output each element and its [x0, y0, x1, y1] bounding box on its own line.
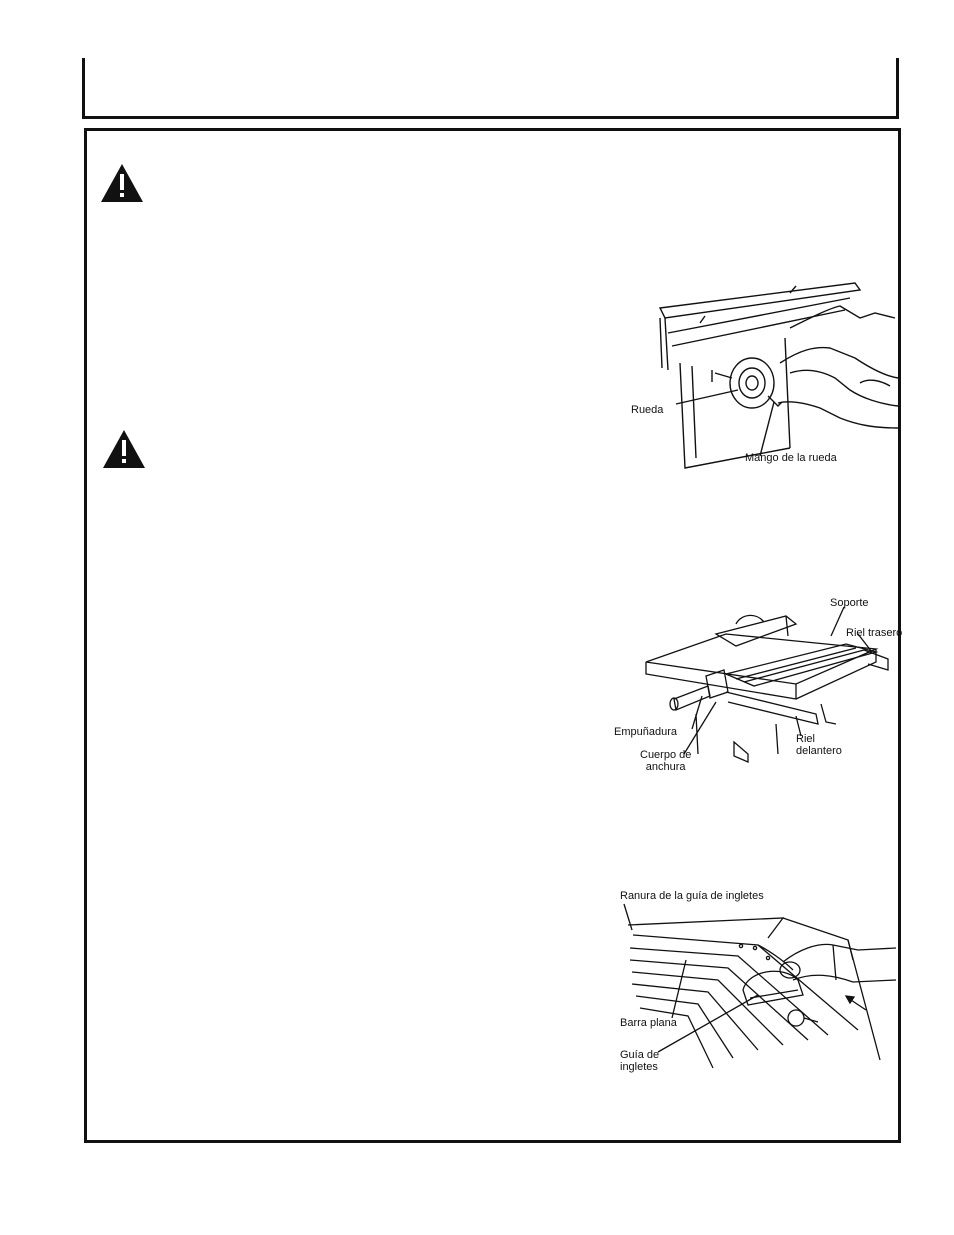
- figure-wheel-illustration: [658, 282, 899, 469]
- figure-fence-illustration: [645, 606, 889, 763]
- warning-triangle-icon: [101, 164, 143, 202]
- label-grip: Empuñadura: [614, 726, 677, 738]
- label-support: Soporte: [830, 597, 869, 609]
- label-miter-gauge: Guía de ingletes: [620, 1049, 660, 1073]
- label-front-rail: Riel delantero: [796, 733, 842, 757]
- label-rear-rail: Riel trasero: [846, 627, 903, 639]
- figure-miter-gauge-illustration: [623, 903, 896, 1069]
- content-box: [84, 128, 901, 1143]
- header-box: [82, 58, 899, 119]
- label-miter-slot: Ranura de la guía de ingletes: [620, 890, 764, 902]
- label-wheel: Rueda: [631, 404, 664, 416]
- label-width-body: Cuerpo de anchura: [640, 749, 692, 773]
- label-flat-bar: Barra plana: [620, 1017, 677, 1029]
- label-wheel-handle: Mango de la rueda: [745, 452, 837, 464]
- warning-triangle-icon: [103, 430, 145, 468]
